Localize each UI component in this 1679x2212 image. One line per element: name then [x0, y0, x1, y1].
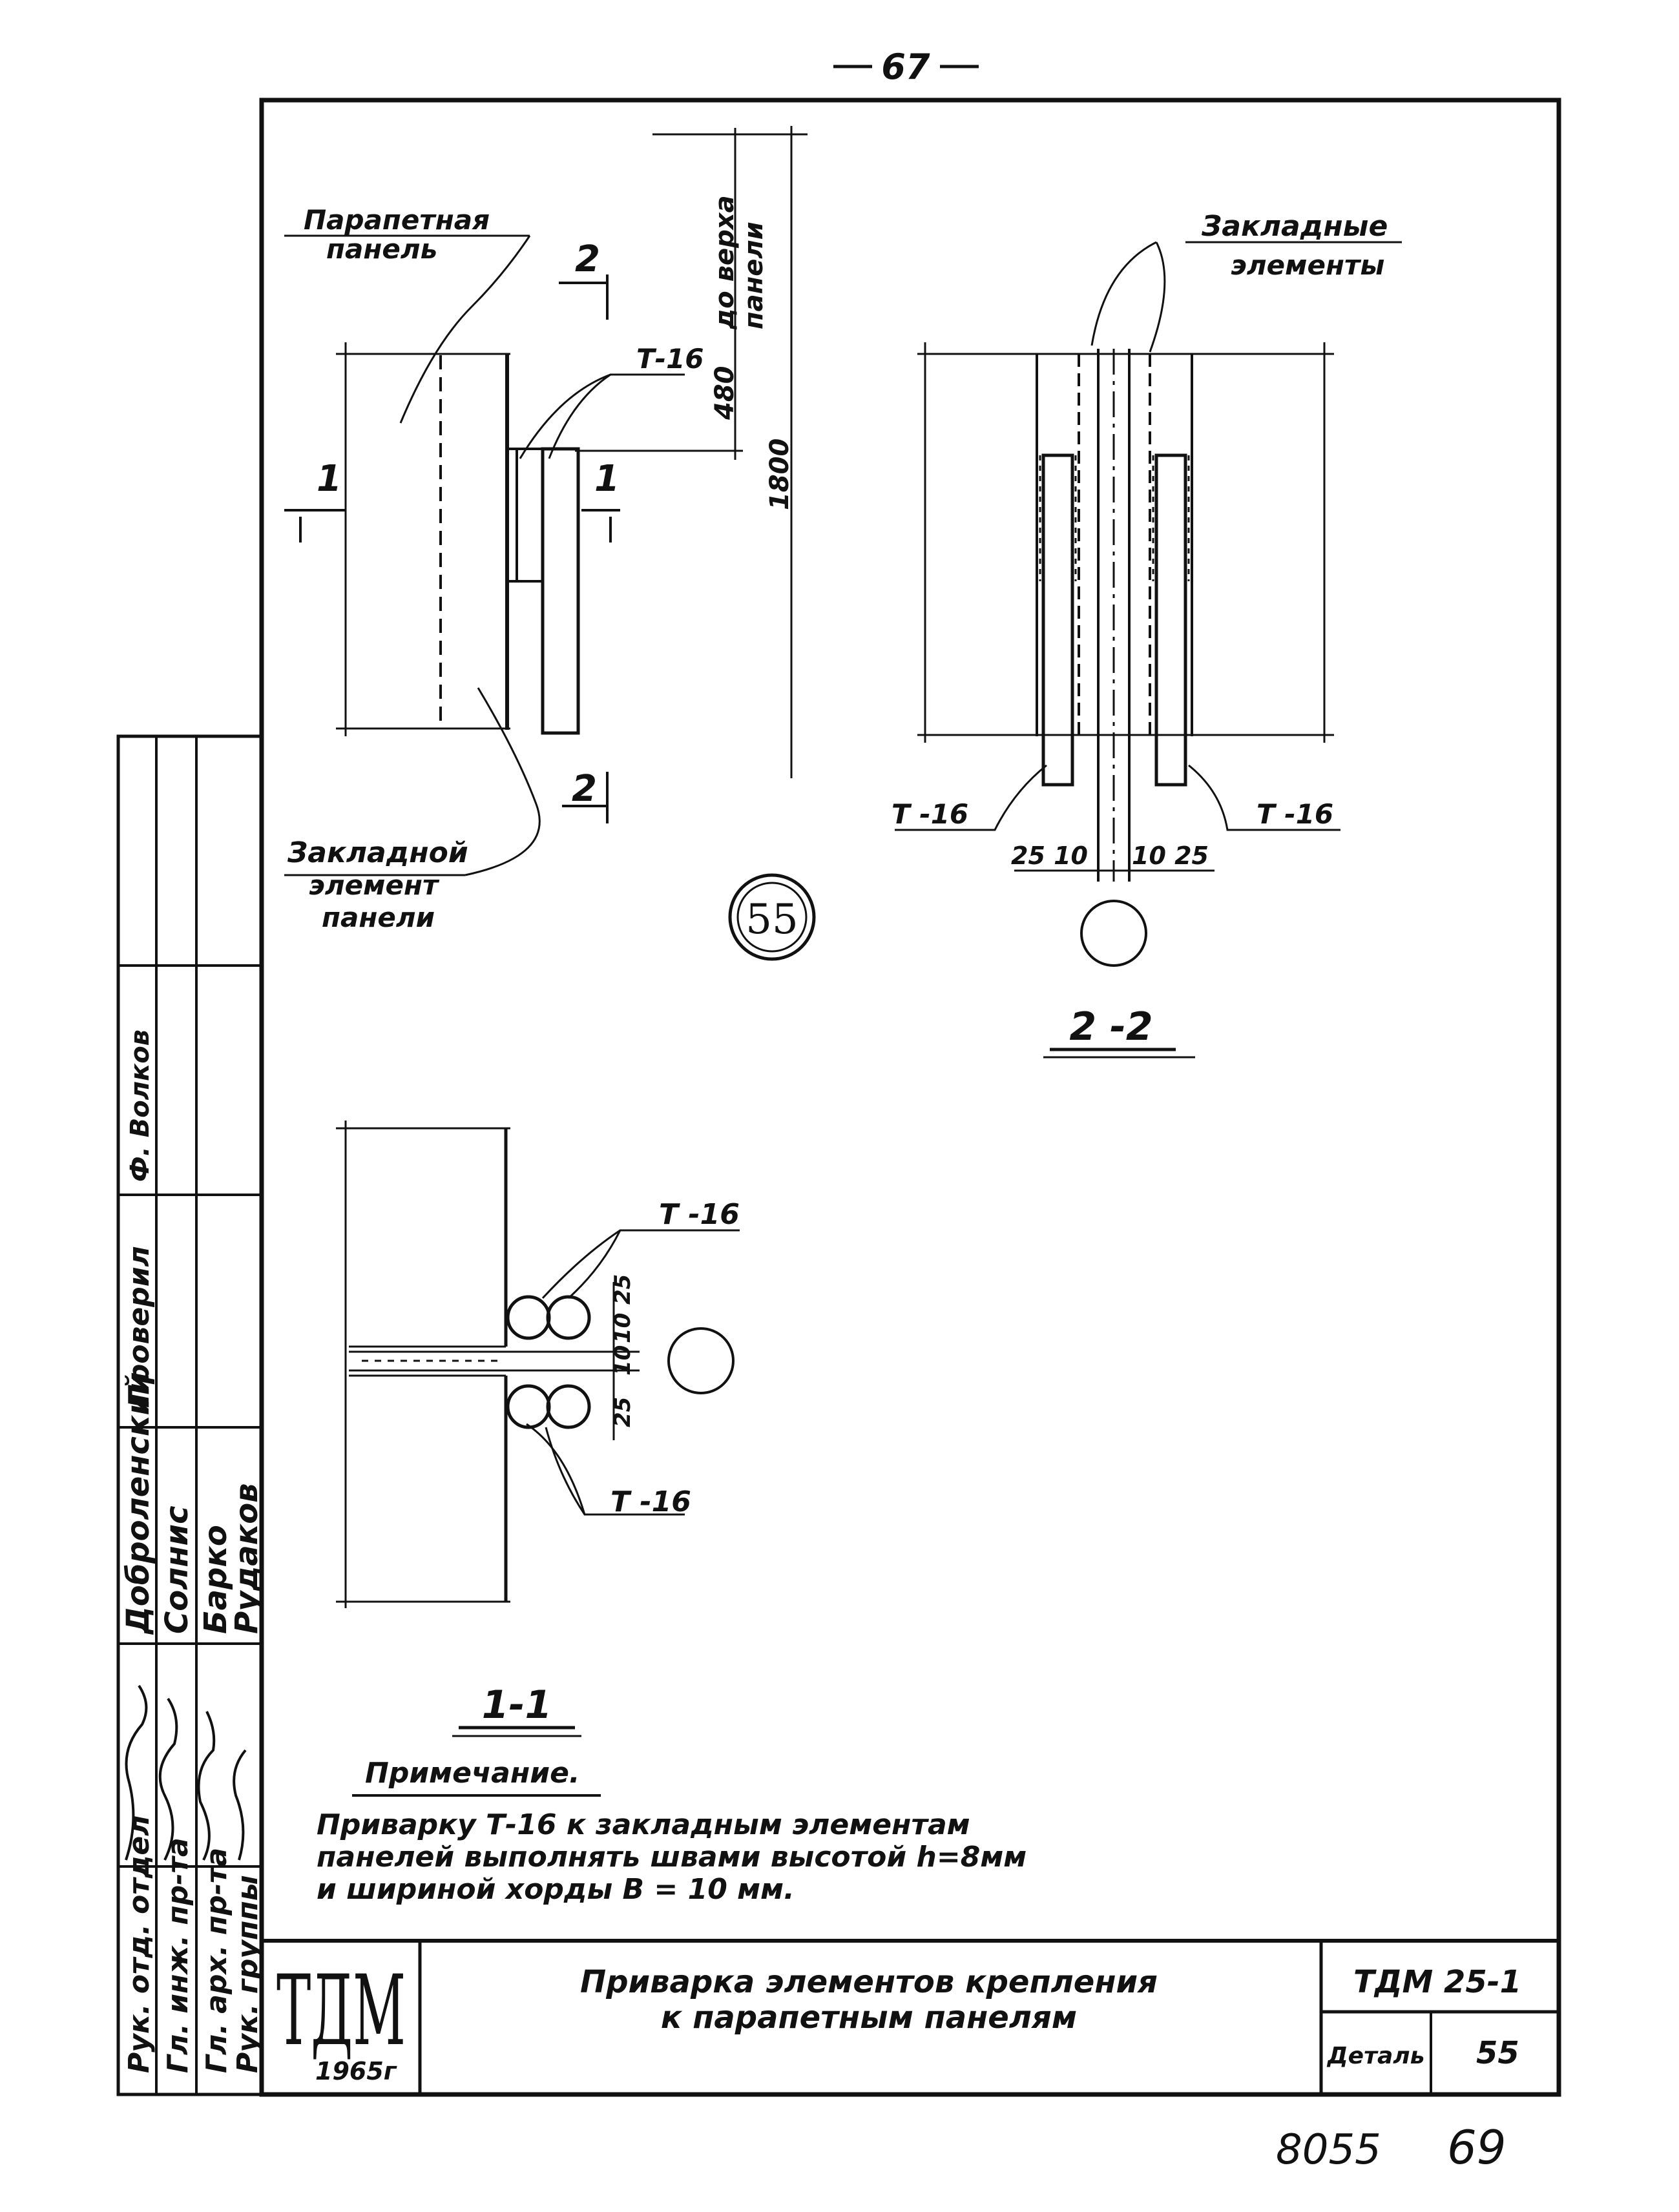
- signatures: [125, 1684, 247, 1861]
- stamp-name-3: Барко: [198, 1525, 234, 1634]
- dim-25-top: 25: [610, 1274, 636, 1305]
- dim-10-a: 10: [610, 1313, 636, 1343]
- dim-480: 480: [710, 366, 740, 421]
- stamp-role-1: Рук. отд. отдел: [123, 1815, 156, 2073]
- stamp-top: Ф. Волков: [125, 1029, 155, 1182]
- dim-25-bottom: 25: [610, 1397, 636, 1427]
- archive-number: 8055: [1276, 2126, 1381, 2174]
- drawing-number: 55: [746, 896, 798, 944]
- label-t16-right: Т -16: [1257, 798, 1333, 830]
- stamp-name-4: Рудаков: [229, 1483, 265, 1634]
- label-to-top-2: панели: [739, 222, 769, 329]
- note: Примечание. Приварку Т-16 к закладным эл…: [317, 1757, 1027, 1906]
- stamp-checked: Проверил: [123, 1246, 156, 1408]
- rod-circle-1-1: [667, 1327, 735, 1394]
- note-line-3: и шириной хорды В = 10 мм.: [317, 1873, 795, 1906]
- label-to-top-1: до верха: [710, 195, 740, 330]
- label-t16-11-top: Т -16: [659, 1198, 740, 1231]
- stamp-role-4: Рук. группы: [231, 1875, 264, 2073]
- section-mark-1-left: 1: [284, 458, 346, 543]
- year: 1965г: [315, 2057, 397, 2085]
- label-t16-11-bottom: Т -16: [610, 1485, 691, 1518]
- section-mark-2-bottom: 2: [562, 768, 609, 823]
- label-embedded-3: панели: [322, 902, 435, 933]
- dim-25-10-left: 25 10: [1011, 842, 1088, 870]
- svg-text:1: 1: [594, 458, 620, 500]
- dim-10-b: 10: [610, 1345, 636, 1376]
- logo-tdm: ТДМ: [276, 1955, 406, 2067]
- section-2-2: Закладные элементы Т -16 Т -16 25 10 10 …: [892, 210, 1402, 1059]
- title-line-2: к парапетным панелям: [661, 2000, 1077, 2036]
- label-embedded-elems-1: Закладные: [1201, 210, 1388, 243]
- bar-left: [1041, 453, 1074, 787]
- svg-text:2: 2: [575, 238, 600, 280]
- svg-text:1: 1: [317, 458, 342, 500]
- dim-1800: 1800: [765, 439, 795, 510]
- section-mark-1-right: 1: [581, 458, 620, 543]
- section-1-1-title: 1-1: [482, 1682, 552, 1728]
- label-embedded-elems-2: элементы: [1231, 249, 1384, 281]
- section-mark-2-top: 2: [559, 238, 609, 320]
- title-block: ТДМ 1965г Приварка элементов крепления к…: [262, 1939, 1559, 2094]
- title-line-1: Приварка элементов крепления: [580, 1964, 1158, 2000]
- stamp-role-3: Гл. арх. пр-та: [200, 1848, 233, 2073]
- rod-circle-2-2: [1080, 900, 1147, 967]
- note-line-2: панелей выполнять швами высотой h=8мм: [317, 1841, 1027, 1874]
- label-t16-main: Т-16: [636, 343, 704, 375]
- svg-text:2: 2: [572, 768, 597, 810]
- stamp-name-1: Доброленский: [120, 1372, 156, 1635]
- label-embedded-1: Закладной: [287, 836, 468, 869]
- section-1-1: 25 10 10 25 Т -16 Т -16 1-1: [336, 1121, 740, 1737]
- detail-label: Деталь: [1327, 2043, 1425, 2069]
- label-t16-left: Т -16: [892, 798, 968, 830]
- detail-value: 55: [1476, 2035, 1519, 2071]
- main-view: 480 1800 до верха панели Парапетная пане…: [284, 126, 808, 933]
- doc-code: ТДМ 25-1: [1353, 1964, 1521, 2000]
- drawing-number-circle: [728, 873, 816, 961]
- sheet-number: 69: [1447, 2120, 1507, 2175]
- bar-right: [1154, 453, 1187, 787]
- page-number: 67: [833, 47, 979, 87]
- stamp-name-2: Солнис: [159, 1505, 195, 1634]
- dim-10-25-right: 10 25: [1132, 842, 1209, 870]
- label-parapet-1: Парапетная: [304, 204, 490, 236]
- note-title: Примечание.: [365, 1757, 580, 1790]
- label-parapet-2: панель: [326, 233, 437, 265]
- page-number-text: 67: [881, 47, 930, 87]
- stamp-role-2: Гл. инж. пр-та: [162, 1837, 194, 2073]
- note-line-1: Приварку Т-16 к закладным элементам: [317, 1808, 970, 1841]
- side-stamp: Рук. отд. отдел Гл. инж. пр-та Гл. арх. …: [116, 734, 265, 2096]
- section-2-2-title: 2 -2: [1069, 1004, 1152, 1049]
- label-embedded-2: элемент: [309, 869, 440, 901]
